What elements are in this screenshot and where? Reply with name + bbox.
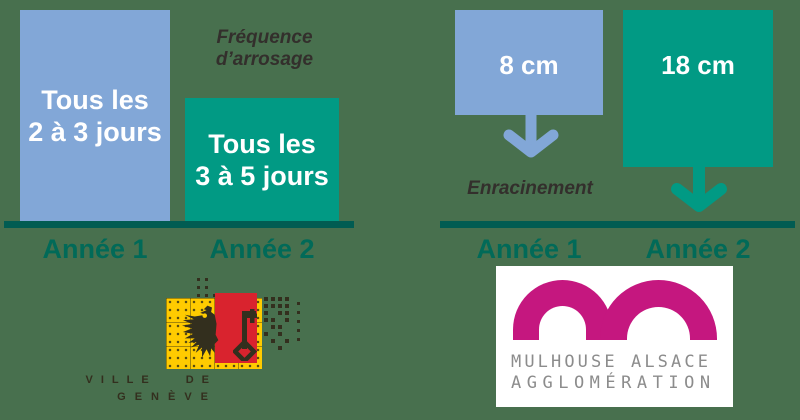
mulhouse-m-arch-right-icon bbox=[600, 280, 717, 340]
rooting-box-year2: 18 cm bbox=[623, 10, 773, 167]
mulhouse-logo: MULHOUSE ALSACE AGGLOMÉRATION bbox=[496, 266, 733, 407]
down-arrow-icon bbox=[503, 110, 559, 158]
geneva-deco-dots-column bbox=[297, 302, 300, 305]
watering-bar-year1-label-line1: Tous les bbox=[41, 85, 149, 115]
rooting-year1-depth: 8 cm bbox=[499, 50, 559, 80]
rooting-year2-depth: 18 cm bbox=[661, 50, 735, 80]
rooting-year2-label: Année 2 bbox=[645, 234, 751, 264]
mulhouse-logo-text-line2: AGGLOMÉRATION bbox=[511, 373, 716, 393]
rooting-axis-line bbox=[440, 221, 795, 228]
rooting-chart-title: Enracinement bbox=[467, 178, 593, 199]
watering-axis-line bbox=[4, 221, 354, 228]
rooting-box-year1: 8 cm bbox=[455, 10, 603, 115]
geneva-deco-dots-top bbox=[197, 278, 200, 281]
geneva-deco-dots-right bbox=[264, 297, 268, 301]
watering-bar-year2-label-line2: 3 à 5 jours bbox=[195, 161, 329, 191]
mulhouse-m-arch-left-icon bbox=[513, 280, 612, 340]
watering-year1-label: Année 1 bbox=[42, 234, 148, 264]
watering-bar-year2: Tous les 3 à 5 jours bbox=[185, 98, 339, 222]
watering-bar-year1: Tous les 2 à 3 jours bbox=[20, 10, 170, 222]
watering-year2-label: Année 2 bbox=[209, 234, 315, 264]
watering-bar-year2-label-line1: Tous les bbox=[208, 129, 316, 159]
geneva-logo-text-line1: VILLE DE bbox=[85, 374, 217, 386]
geneva-eagle-icon bbox=[182, 305, 219, 358]
rooting-year1-label: Année 1 bbox=[476, 234, 582, 264]
geneva-key-icon bbox=[233, 309, 257, 361]
watering-title-line1: Fréquence bbox=[216, 27, 313, 48]
watering-title-line2: d’arrosage bbox=[215, 49, 314, 70]
mulhouse-logo-text-line1: MULHOUSE ALSACE bbox=[511, 352, 712, 372]
watering-chart-title: Fréquence d’arrosage bbox=[192, 27, 337, 71]
geneva-logo-text-line2: GENÈVE bbox=[117, 391, 217, 403]
down-arrow-icon bbox=[671, 162, 727, 212]
watering-bar-year1-label-line2: 2 à 3 jours bbox=[28, 117, 162, 147]
